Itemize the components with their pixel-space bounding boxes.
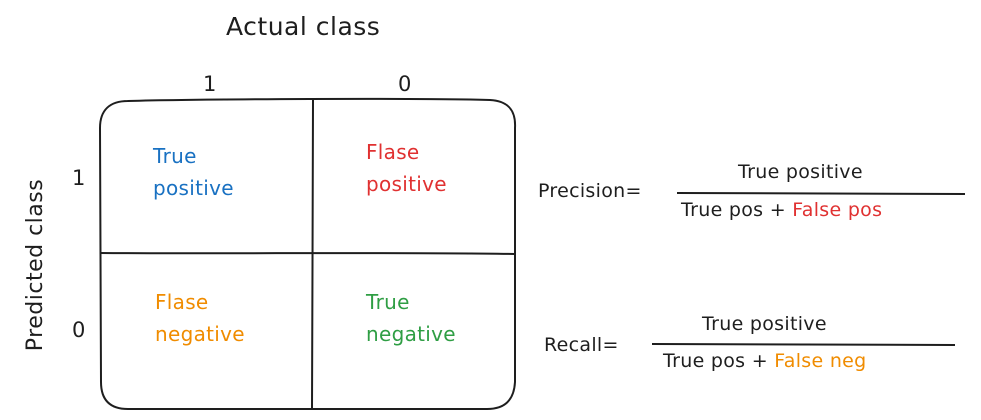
matrix-vertical-divider xyxy=(311,99,314,410)
cell-false-positive-line2: positive xyxy=(366,172,447,196)
recall-denominator: True pos + False neg xyxy=(663,352,867,371)
cell-false-negative: Flase negative xyxy=(155,286,245,350)
cell-false-negative-line1: Flase xyxy=(155,290,209,314)
recall-denominator-highlight: False neg xyxy=(774,350,867,372)
cell-false-negative-line2: negative xyxy=(155,322,245,346)
actual-class-title: Actual class xyxy=(226,12,381,41)
cell-true-positive-line1: True xyxy=(153,144,197,168)
cell-true-positive-line2: positive xyxy=(153,176,234,200)
cell-false-positive-line1: Flase xyxy=(366,140,420,164)
matrix-horizontal-divider xyxy=(99,252,516,255)
predicted-tick-0: 0 xyxy=(72,318,86,342)
recall-label: Recall= xyxy=(544,334,619,356)
actual-tick-1: 1 xyxy=(203,72,217,96)
recall-denominator-prefix: True pos + xyxy=(663,350,775,372)
cell-true-negative-line2: negative xyxy=(366,322,456,346)
cell-true-negative: True negative xyxy=(366,286,456,350)
predicted-tick-1: 1 xyxy=(72,166,86,190)
precision-fraction-bar xyxy=(676,192,966,195)
recall-numerator: True positive xyxy=(702,313,827,335)
precision-denominator: True pos + False pos xyxy=(681,201,882,220)
precision-denominator-prefix: True pos + xyxy=(681,199,793,221)
cell-false-positive: Flase positive xyxy=(366,136,447,200)
precision-numerator: True positive xyxy=(738,161,863,183)
precision-label: Precision= xyxy=(538,180,642,202)
recall-fraction-bar xyxy=(651,343,956,346)
cell-true-positive: True positive xyxy=(153,140,234,204)
cell-true-negative-line1: True xyxy=(366,290,410,314)
actual-tick-0: 0 xyxy=(398,72,412,96)
matrix-border xyxy=(98,97,517,410)
precision-denominator-highlight: False pos xyxy=(792,199,883,221)
